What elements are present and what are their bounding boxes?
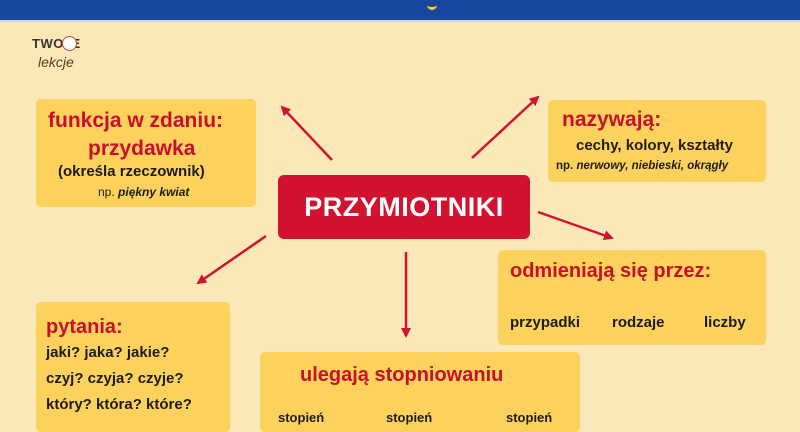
function-title: funkcja w zdaniu: [48, 109, 224, 132]
question-line: jaki? jaka? jakie? [46, 344, 170, 361]
inflection-item-liczby: liczby [704, 314, 746, 331]
inflection-item-przypadki: przypadki [510, 314, 581, 331]
names-title: nazywają: [562, 108, 662, 131]
degree-item: stopień [386, 410, 433, 425]
function-note: (określa rzeczownik) [58, 163, 205, 180]
top-bar [0, 0, 800, 22]
degree-item: stopień [506, 410, 553, 425]
degree-title: ulegają stopniowaniu [300, 364, 504, 386]
inflection-title: odmieniają się przez: [510, 260, 712, 282]
function-box: funkcja w zdaniu: przydawka (określa rze… [36, 99, 256, 207]
function-example-text: piękny kwiat [118, 185, 190, 199]
degree-box: ulegają stopniowaniu stopień stopień sto… [260, 352, 580, 432]
names-box: nazywają: cechy, kolory, kształty np. ne… [548, 100, 766, 182]
arrow-to-questions [196, 234, 267, 285]
function-example: np. piękny kwiat [98, 185, 189, 199]
question-line: czyj? czyja? czyje? [46, 370, 184, 387]
arrow-to-function [280, 105, 333, 161]
inflection-box: odmieniają się przez: przypadki rodzaje … [498, 250, 766, 345]
names-example: np. nerwowy, niebieski, okrągły [556, 160, 728, 172]
logo: TWOJE lekcje [32, 34, 98, 74]
smiley-icon [62, 36, 77, 51]
question-line: który? która? które? [46, 396, 192, 413]
logo-text-bottom: lekcje [38, 54, 74, 70]
center-node: PRZYMIOTNIKI [278, 175, 530, 239]
names-example-prefix: np. [556, 160, 574, 172]
questions-box: pytania: jaki? jaka? jakie? czyj? czyja?… [36, 302, 230, 432]
arrow-to-inflection [537, 210, 614, 241]
center-label: PRZYMIOTNIKI [304, 191, 504, 222]
arrow-to-names [471, 95, 540, 159]
function-subtitle: przydawka [88, 137, 196, 160]
degree-item: stopień [278, 410, 325, 425]
questions-title: pytania: [46, 316, 123, 338]
names-example-text: nerwowy, niebieski, okrągły [576, 160, 729, 172]
function-example-prefix: np. [98, 185, 115, 199]
title-fragment [427, 1, 437, 10]
names-line: cechy, kolory, kształty [576, 137, 734, 154]
inflection-item-rodzaje: rodzaje [612, 314, 665, 331]
